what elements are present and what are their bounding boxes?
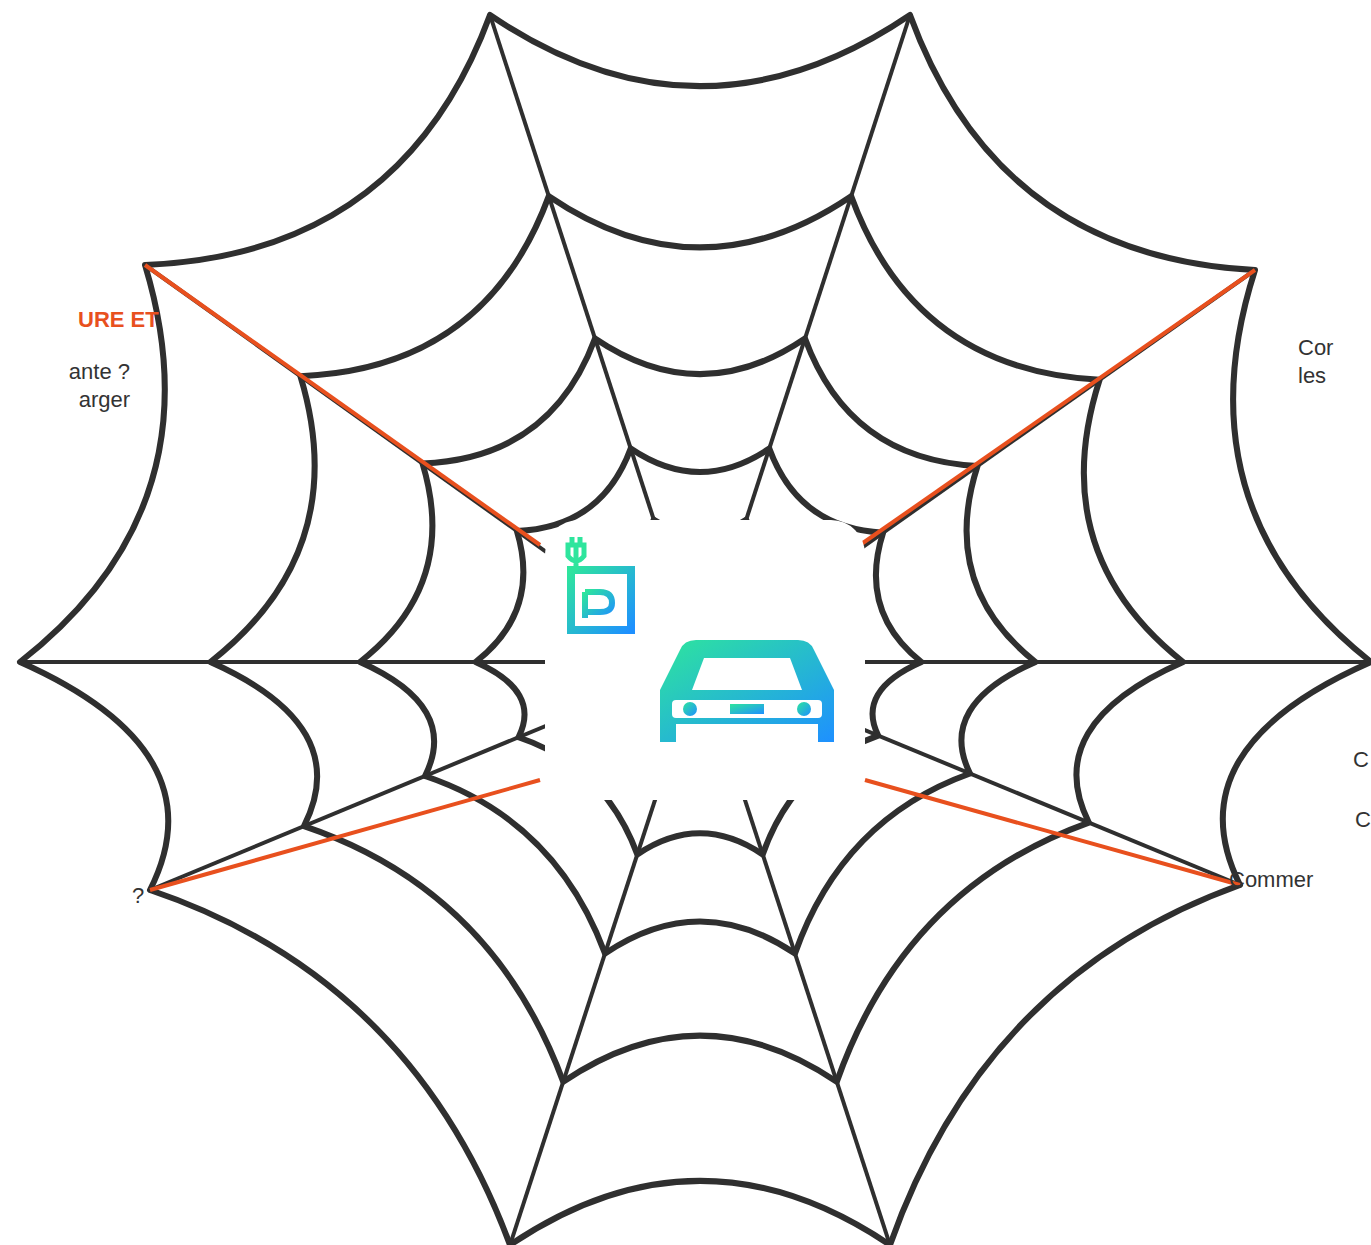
accent-spokes [145,265,1255,890]
note-text: ante ? arger [50,358,130,414]
note-text: URE ET [78,306,198,334]
accent-spoke [150,780,540,890]
note-text: ? [132,882,152,910]
web-ring [210,196,1183,1082]
web-ring [20,15,1371,1245]
note-text: C [1355,806,1371,834]
center-icon [545,520,865,800]
web-ring [476,448,922,854]
accent-spoke [860,270,1255,545]
accent-spoke [145,265,540,545]
web-rings [20,15,1371,1245]
web-ring [360,339,1036,954]
accent-spoke [865,780,1240,885]
note-text: C [1353,746,1371,774]
note-text: Commer [1229,866,1369,894]
note-text: Cor les [1298,334,1358,390]
web-spokes [20,15,1371,1245]
